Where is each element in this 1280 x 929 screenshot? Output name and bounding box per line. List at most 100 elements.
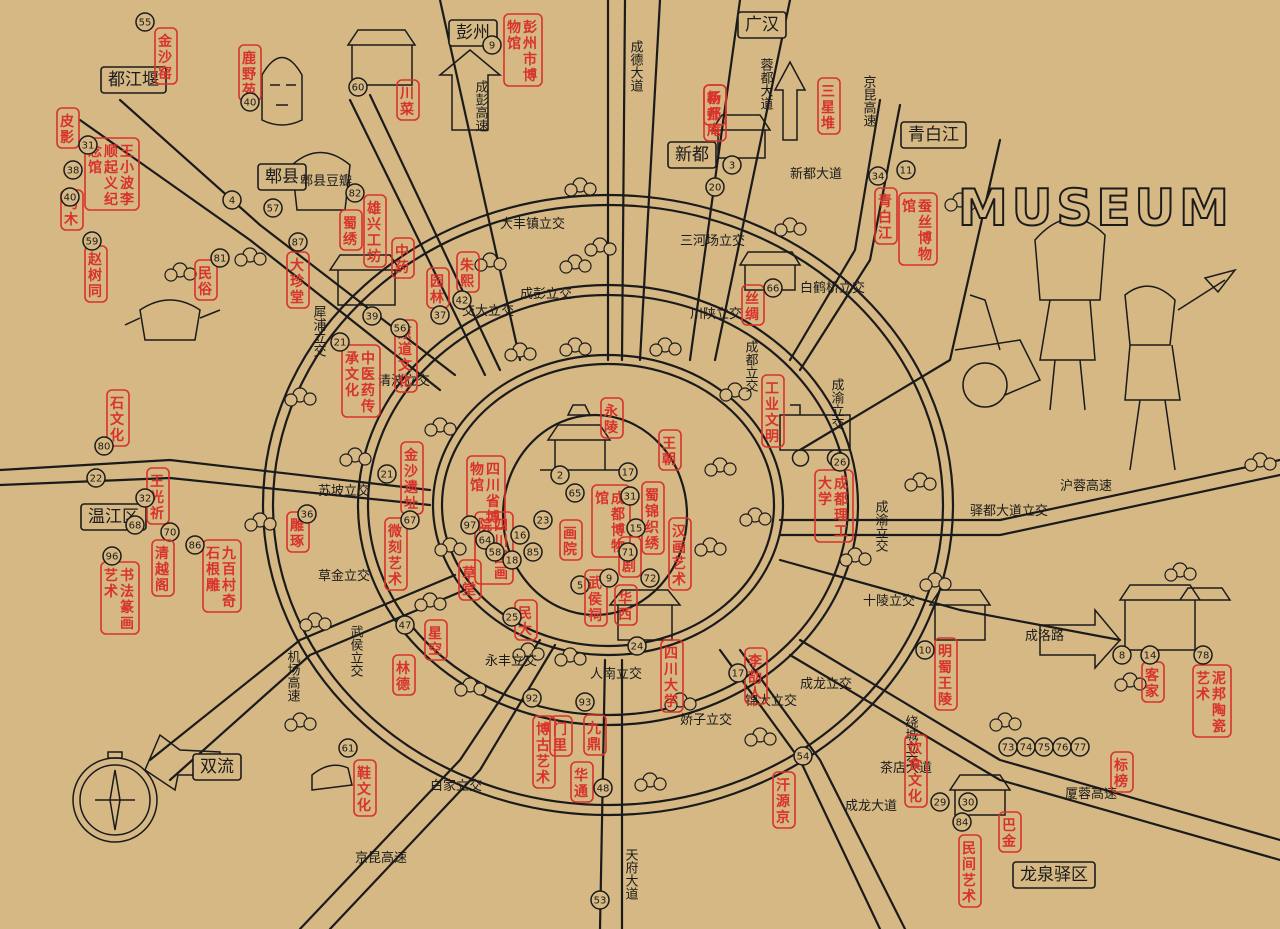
museum-marker[interactable]: 38	[63, 160, 83, 180]
museum-number: 3	[729, 161, 735, 172]
museum-marker[interactable]: 中药	[391, 237, 415, 279]
museum-marker[interactable]: 18	[502, 550, 522, 570]
museum-marker[interactable]: 三星堆	[817, 77, 841, 135]
museum-marker[interactable]: 65	[565, 483, 585, 503]
museum-marker[interactable]: 47	[395, 615, 415, 635]
museum-marker[interactable]: 饮食文化	[904, 734, 928, 808]
museum-marker[interactable]: 80	[94, 436, 114, 456]
museum-marker[interactable]: 74	[1016, 737, 1036, 757]
museum-marker[interactable]: 73	[998, 737, 1018, 757]
museum-marker[interactable]: 75	[1034, 737, 1054, 757]
museum-marker[interactable]: 17	[618, 462, 638, 482]
museum-marker[interactable]: 林德	[392, 654, 416, 696]
museum-marker[interactable]: 76	[1052, 737, 1072, 757]
museum-marker[interactable]: 王朝	[658, 429, 682, 471]
museum-marker[interactable]: 15	[626, 518, 646, 538]
museum-marker[interactable]: 朱熙	[456, 251, 480, 293]
museum-marker[interactable]: 工业文明	[761, 374, 785, 448]
museum-marker[interactable]: 57	[263, 198, 283, 218]
museum-marker[interactable]: 华西	[614, 584, 638, 626]
museum-marker[interactable]: 8	[1112, 645, 1132, 665]
museum-marker[interactable]: 39	[362, 306, 382, 326]
museum-label: 蚕丝博物馆	[902, 198, 933, 263]
museum-marker[interactable]: 9	[599, 568, 619, 588]
museum-marker[interactable]: 乌木40	[60, 187, 84, 231]
museum-marker[interactable]: 82	[345, 183, 365, 203]
museum-marker[interactable]: 68	[125, 515, 145, 535]
museum-marker[interactable]: 2	[550, 465, 570, 485]
museum-marker[interactable]: 汉画艺术	[668, 517, 692, 591]
museum-marker[interactable]: 武侯祠	[584, 569, 608, 627]
museum-marker[interactable]: 园林	[426, 267, 450, 309]
museum-marker[interactable]: 蜀绣	[339, 209, 363, 251]
museum-marker[interactable]: 成都理工大学	[814, 469, 854, 543]
museum-marker[interactable]: 雄兴工坊	[363, 194, 387, 268]
museum-marker[interactable]: 画院	[559, 519, 583, 561]
museum-marker[interactable]: 皮影	[56, 107, 80, 149]
museum-marker[interactable]: 清越阁	[151, 539, 175, 597]
museum-marker[interactable]: 53	[590, 890, 610, 910]
museum-marker[interactable]: 4	[222, 190, 242, 210]
museum-marker[interactable]: 29	[930, 792, 950, 812]
museum-marker[interactable]: 31	[620, 486, 640, 506]
museum-marker[interactable]: 22	[86, 468, 106, 488]
museum-marker[interactable]: 门里	[549, 715, 573, 757]
museum-marker[interactable]: 77	[1070, 737, 1090, 757]
museum-marker[interactable]: 石文化	[106, 389, 130, 447]
museum-marker[interactable]: 42	[452, 290, 472, 310]
museum-marker[interactable]: 30	[958, 792, 978, 812]
museum-marker[interactable]: 华通	[570, 761, 594, 803]
museum-marker[interactable]: 永陵	[600, 397, 624, 439]
museum-marker[interactable]: 58	[485, 542, 505, 562]
museum-marker[interactable]: 16	[510, 525, 530, 545]
museum-marker[interactable]: 70	[160, 522, 180, 542]
museum-marker[interactable]: 原道文化56	[390, 318, 418, 393]
museum-marker[interactable]: 26	[830, 452, 850, 472]
museum-marker[interactable]: 48	[593, 778, 613, 798]
museum-marker[interactable]: 37	[430, 305, 450, 325]
museum-marker[interactable]: 97	[460, 515, 480, 535]
museum-marker[interactable]: 5	[570, 575, 590, 595]
museum-marker[interactable]: 23	[533, 510, 553, 530]
museum-marker[interactable]: 草堂	[458, 559, 482, 601]
museum-marker[interactable]: 星空	[424, 619, 448, 661]
museum-marker[interactable]: 巴金	[998, 811, 1022, 853]
museum-marker[interactable]: 四川省博物馆	[466, 455, 506, 529]
museum-marker[interactable]: 72	[640, 568, 660, 588]
museum-marker[interactable]: 标榜	[1110, 751, 1134, 793]
museum-marker[interactable]: 71	[618, 542, 638, 562]
museum-marker[interactable]: 85	[523, 542, 543, 562]
museum-marker[interactable]: 蜀锦织绣	[641, 481, 665, 555]
